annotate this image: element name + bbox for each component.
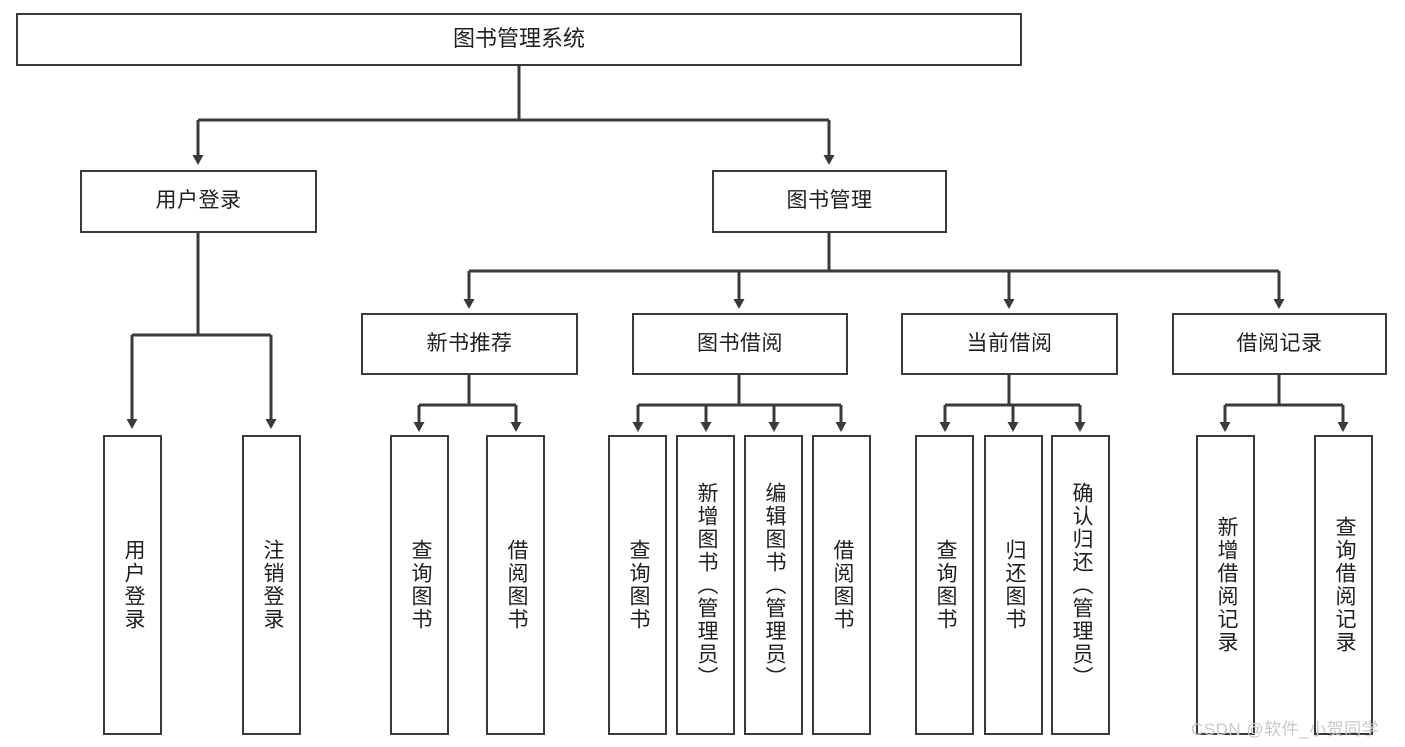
leaf-current-query-book[interactable]: 查询图书 [915,435,974,735]
node-label: 查询图书 [408,539,432,631]
node-label: 查询图书 [626,539,650,631]
leaf-borrow-add-book[interactable]: 新增图书（管理员） [676,435,735,735]
node-label: 图书借阅 [697,331,783,355]
leaf-record-add[interactable]: 新增借阅记录 [1196,435,1255,735]
node-label: 借阅图书 [830,539,854,631]
leaf-borrow-query-book[interactable]: 查询图书 [608,435,667,735]
node-label: 查询图书 [933,539,957,631]
node-label: 用户登录 [121,539,145,631]
node-label: 图书管理系统 [452,26,585,52]
leaf-user-login-signout[interactable]: 注销登录 [242,435,301,735]
node-label: 确认归还（管理员） [1069,481,1093,689]
node-label: 用户登录 [155,189,242,213]
node-label: 当前借阅 [966,331,1053,355]
node-label: 借阅图书 [504,539,528,631]
leaf-current-return-book[interactable]: 归还图书 [984,435,1043,735]
node-current-borrow[interactable]: 当前借阅 [901,313,1118,375]
node-book-borrow[interactable]: 图书借阅 [632,313,848,375]
node-label: 编辑图书（管理员） [762,481,786,689]
node-user-login[interactable]: 用户登录 [80,170,317,233]
leaf-current-confirm-return[interactable]: 确认归还（管理员） [1051,435,1110,735]
leaf-borrow-edit-book[interactable]: 编辑图书（管理员） [744,435,803,735]
leaf-user-login-signin[interactable]: 用户登录 [103,435,162,735]
node-borrow-record[interactable]: 借阅记录 [1172,313,1387,375]
leaf-new-book-query[interactable]: 查询图书 [390,435,449,735]
node-label: 注销登录 [260,539,284,631]
leaf-record-query[interactable]: 查询借阅记录 [1314,435,1373,735]
node-label: 图书管理 [786,189,873,213]
node-label: 归还图书 [1002,539,1026,631]
leaf-borrow-borrow-book[interactable]: 借阅图书 [812,435,871,735]
node-label: 借阅记录 [1236,331,1323,355]
node-root-system[interactable]: 图书管理系统 [16,13,1022,66]
leaf-new-book-borrow[interactable]: 借阅图书 [486,435,545,735]
node-label: 新书推荐 [426,331,513,355]
node-label: 查询借阅记录 [1332,516,1356,654]
node-new-book-recommend[interactable]: 新书推荐 [361,313,578,375]
node-label: 新增借阅记录 [1214,516,1238,654]
node-book-management[interactable]: 图书管理 [712,170,947,233]
node-label: 新增图书（管理员） [694,481,718,689]
